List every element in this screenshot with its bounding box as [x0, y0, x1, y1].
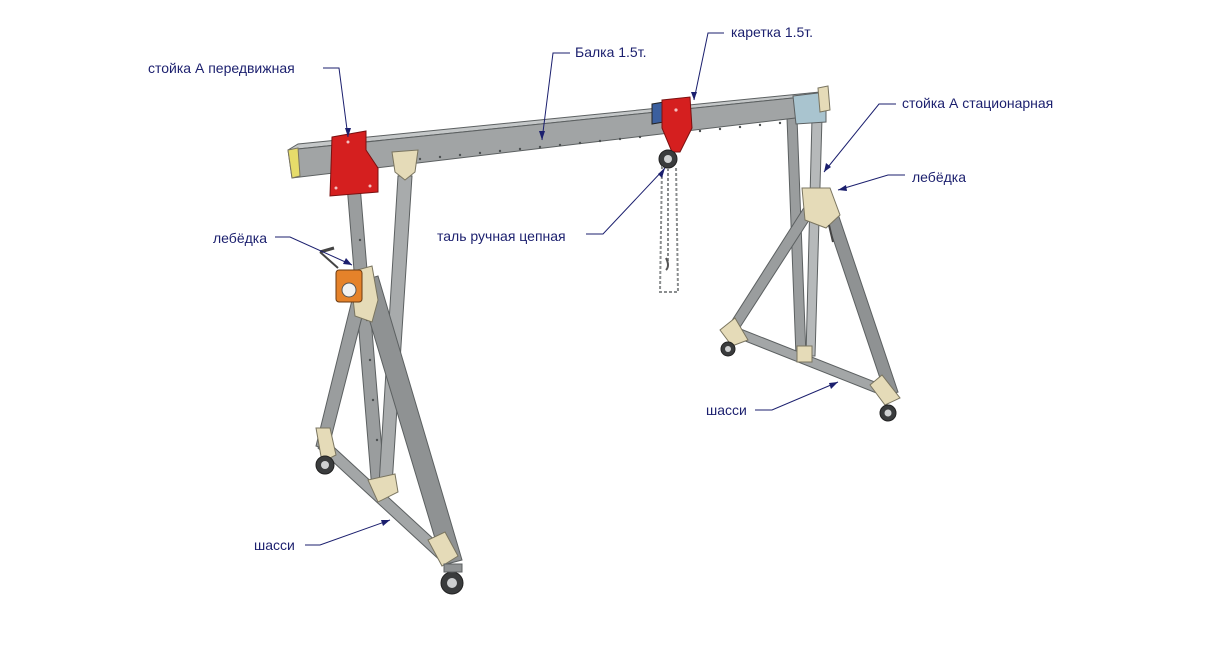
gusset-top-right	[801, 187, 841, 229]
leader-beam	[541, 52, 570, 141]
caster-wheel	[440, 563, 464, 595]
carriage-red-plate	[661, 96, 693, 153]
leader-lines	[275, 32, 905, 546]
stationary-a-frame	[719, 117, 901, 422]
label-winch-right: лебёдка	[912, 169, 966, 185]
leader-chassis-left	[305, 519, 391, 546]
leader-winch-left	[275, 236, 353, 266]
chain-hoist	[658, 149, 680, 293]
gusset-base-rear	[315, 427, 337, 463]
caster-wheel	[720, 341, 736, 357]
label-chassis-left: шасси	[254, 537, 295, 553]
gusset-base-front	[869, 374, 901, 406]
caster-wheel	[315, 455, 335, 475]
leader-chassis-right	[755, 381, 839, 411]
label-beam: Балка 1.5т.	[575, 44, 647, 60]
leader-carriage	[693, 32, 724, 101]
label-chassis-right: шасси	[706, 402, 747, 418]
label-winch-left: лебёдка	[213, 230, 267, 246]
gusset-base-rear	[719, 317, 749, 347]
label-stoyka-mobile: стойка А передвижная	[148, 60, 295, 76]
caster-wheel	[879, 404, 897, 422]
leader-stoyka-fixed	[823, 103, 896, 173]
winch-left	[319, 246, 363, 303]
leader-hoist	[586, 167, 666, 235]
gusset-base-center	[796, 345, 813, 363]
gusset-base-front	[427, 531, 459, 567]
mobile-red-plate	[329, 130, 379, 197]
label-stoyka-fixed: стойка А стационарная	[902, 95, 1054, 111]
mobile-a-frame	[315, 130, 464, 595]
leader-stoyka-mobile	[323, 67, 349, 138]
beam-end-plate	[792, 91, 827, 125]
label-carriage: каретка 1.5т.	[731, 24, 814, 40]
beam-end-cap	[287, 147, 301, 179]
label-hoist: таль ручная цепная	[437, 228, 566, 244]
leader-winch-right	[837, 174, 905, 191]
gusset-base-center	[367, 473, 399, 503]
gusset-beam	[391, 149, 419, 181]
carriage	[651, 96, 693, 153]
